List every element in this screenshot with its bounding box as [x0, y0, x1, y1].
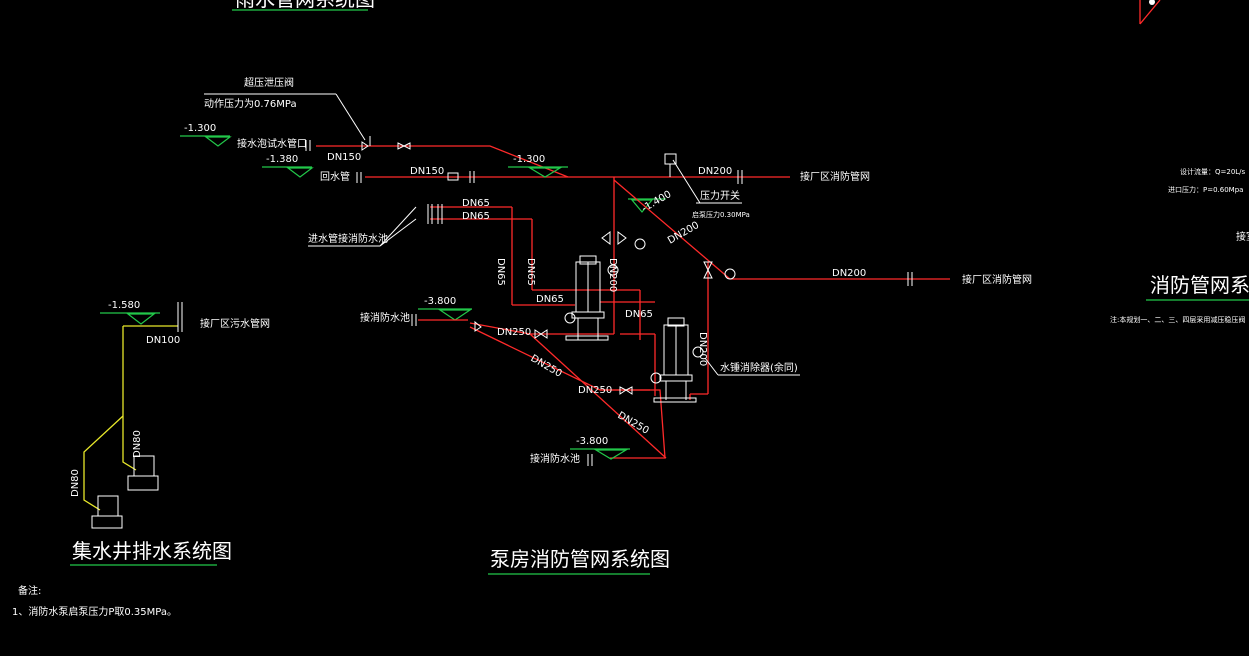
- drain-pipes: [83, 325, 178, 511]
- dn250-2: DN250: [578, 385, 612, 396]
- to-plant-net-2: 接厂区消防管网: [962, 273, 1032, 286]
- dn250-1: DN250: [497, 327, 531, 338]
- to-pool-2: 接消防水池: [530, 452, 580, 465]
- notes-line1: 1、消防水泵启泵压力P取0.35MPa。: [12, 605, 177, 618]
- dn250-diag-2: DN250: [616, 410, 651, 437]
- dn65-h2: DN65: [625, 309, 653, 320]
- dn65-v1: DN65: [495, 258, 506, 286]
- to-plant-net-1: 接厂区消防管网: [800, 170, 870, 183]
- pump-room-title: 泵房消防管网系统图: [490, 547, 670, 571]
- dn65-v2: DN65: [525, 258, 536, 286]
- fire-pump-2-icon: [653, 317, 697, 403]
- dn80-2: DN80: [70, 469, 81, 497]
- top-right-fragment: [1139, 0, 1161, 25]
- set-pressure-label: 启泵压力0.30MPa: [692, 210, 750, 219]
- pressure-gauge-icon: [634, 238, 646, 250]
- elev-3800-b: -3.800: [576, 436, 608, 447]
- inlet-pressure: 进口压力：P=0.60Mpa: [1168, 185, 1243, 194]
- dn200-diag: DN200: [666, 220, 701, 247]
- action-pressure-label: 动作压力为0.76MPa: [204, 97, 297, 110]
- dn200-top: DN200: [698, 166, 732, 177]
- elev-3800-a: -3.800: [424, 296, 456, 307]
- fire-pump-1-icon: [565, 255, 609, 341]
- water-hammer-label: 水锤消除器(余同): [720, 361, 798, 374]
- elev-1580: -1.580: [108, 300, 140, 311]
- pressure-gauge-icon-2: [724, 268, 736, 280]
- dn200-v1: DN200: [607, 258, 618, 292]
- submersible-pump-2-icon: [91, 495, 123, 529]
- test-outlet-label: 接水泡试水管口: [237, 137, 307, 150]
- notes-heading: 备注:: [18, 584, 41, 597]
- elevation-marker: [204, 136, 232, 147]
- sump-title: 集水井排水系统图: [72, 539, 232, 563]
- dn100: DN100: [146, 335, 180, 346]
- dn65-2: DN65: [462, 211, 490, 222]
- dn80-1: DN80: [132, 430, 143, 458]
- to-sewer: 接厂区污水管网: [200, 317, 270, 330]
- to-pool-1: 接消防水池: [360, 311, 410, 324]
- elev-1380: -1.380: [266, 154, 298, 165]
- submersible-pump-1-icon: [127, 455, 159, 491]
- pressure-switch-label: 压力开关: [700, 189, 740, 202]
- design-flow: 设计流量：Q=20L/s: [1180, 167, 1246, 176]
- dn200-v2: DN200: [697, 332, 708, 366]
- dn150-a: DN150: [327, 152, 361, 163]
- dn65-h1: DN65: [536, 294, 564, 305]
- dn150-b: DN150: [410, 166, 444, 177]
- valves: [427, 204, 913, 395]
- pipe-network-main: [430, 177, 950, 459]
- right-title-cut: 消防管网系统: [1150, 273, 1249, 297]
- top-title-cut: 雨水管网系统图: [235, 0, 375, 11]
- elev-1400: -1.400: [640, 189, 673, 215]
- dn200-mid: DN200: [832, 268, 866, 279]
- relief-valve-label: 超压泄压阀: [244, 76, 294, 89]
- inlet-to-pool-label: 进水管接消防水池: [308, 232, 388, 245]
- right-cut-text: 接室: [1236, 230, 1249, 243]
- return-pipe-label: 回水管: [320, 170, 350, 183]
- dn65-1: DN65: [462, 198, 490, 209]
- right-note: 注:本规划一、二、三、四层采用减压稳压阀: [1110, 315, 1245, 324]
- elev-1300-a: -1.300: [184, 123, 216, 134]
- elev-1300-b: -1.300: [513, 154, 545, 165]
- dn250-diag-1: DN250: [529, 353, 564, 380]
